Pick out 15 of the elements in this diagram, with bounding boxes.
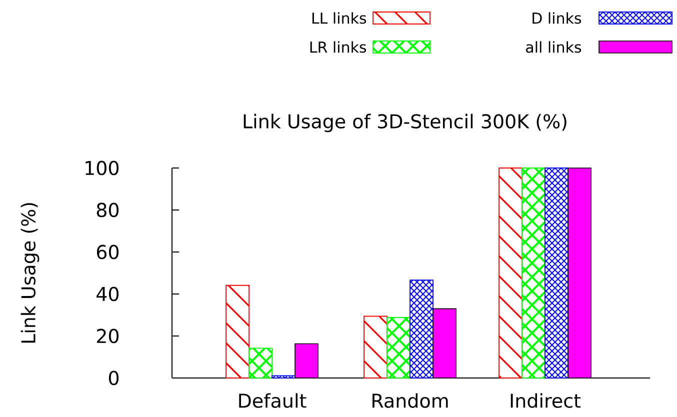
- legend-label: LR links: [310, 41, 366, 53]
- legend-label: LL links: [312, 12, 366, 24]
- tick-label: 60: [96, 244, 119, 260]
- chart-title: Link Usage of 3D-Stencil 300K (%): [244, 114, 566, 132]
- tick-label: 0: [108, 370, 119, 386]
- category-label: Random: [372, 393, 448, 408]
- category-label: Default: [239, 393, 306, 408]
- tick-label: 20: [97, 328, 119, 344]
- tick-label: 80: [96, 202, 119, 218]
- legend-label: all links: [526, 41, 582, 53]
- tick-label: 40: [96, 286, 119, 302]
- tick-label: 100: [86, 160, 119, 176]
- category-label: Indirect: [510, 393, 581, 408]
- axis-title: Link Usage (%): [20, 203, 40, 343]
- legend-label: D links: [532, 12, 582, 24]
